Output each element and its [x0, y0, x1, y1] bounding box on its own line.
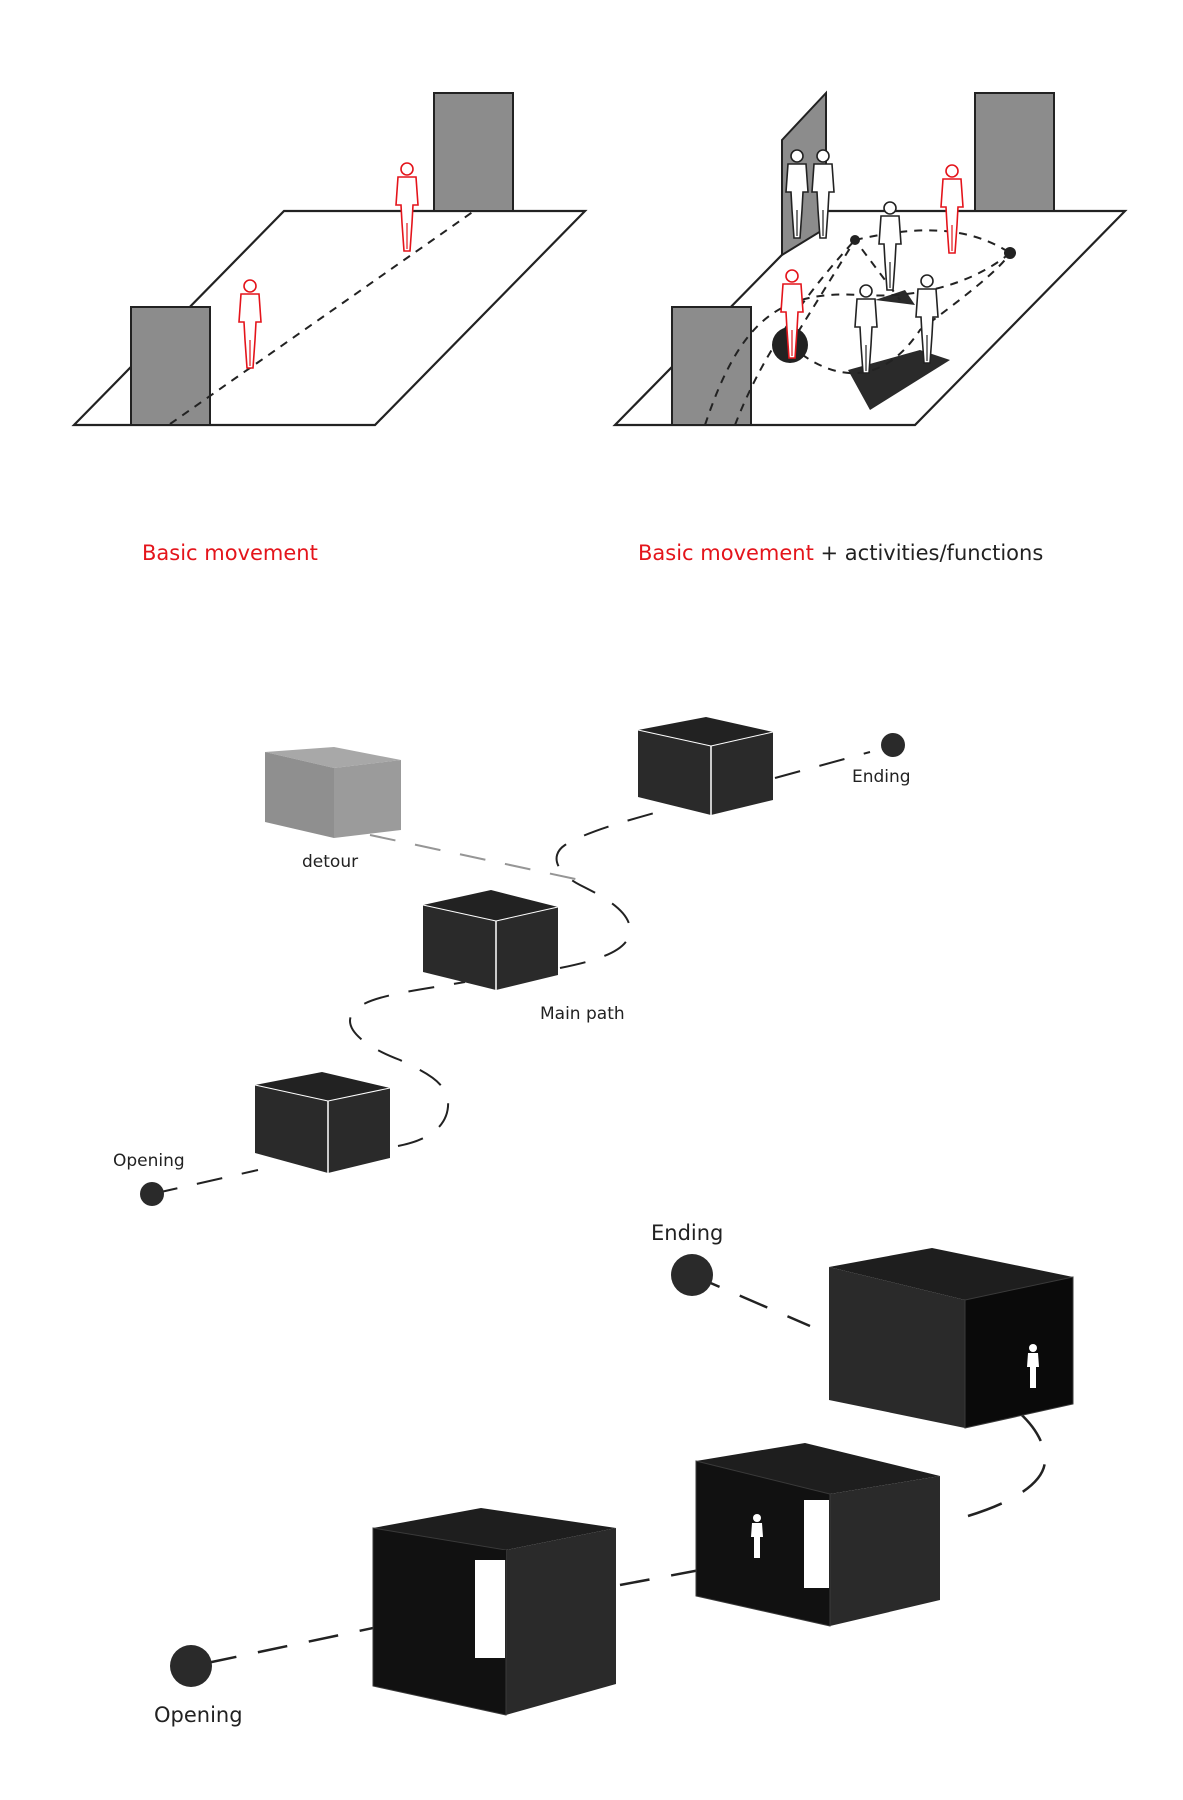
path-sequence-diagram: Opening Ending detour Main path [113, 717, 911, 1206]
tunnel-box-opening [372, 1508, 616, 1716]
isometric-sequence-diagram: Opening Ending [154, 1221, 1074, 1727]
iso-ending-node [671, 1254, 713, 1296]
tunnel-box-middle [695, 1443, 940, 1627]
activity-path [704, 252, 1011, 426]
detour-box [265, 747, 401, 838]
label-ending: Ending [852, 767, 911, 787]
iso-opening-node [170, 1645, 212, 1687]
label-detour: detour [302, 852, 358, 872]
caption-rest-part: + activities/functions [814, 541, 1043, 565]
tunnel-box-ending [829, 1248, 1074, 1429]
ending-node [881, 733, 905, 757]
main-path-line [555, 809, 666, 969]
label-opening: Opening [113, 1151, 185, 1171]
basic-movement-plan [71, 92, 588, 427]
door-panel-front [130, 306, 211, 426]
iso-path-line [967, 1404, 1047, 1518]
activities-plan [612, 90, 1128, 427]
sequence-box-ending [637, 717, 774, 815]
main-path-line [349, 981, 466, 1147]
shadow [875, 290, 915, 305]
iso-label-opening: Opening [154, 1703, 243, 1727]
iso-path-line [206, 1614, 431, 1665]
iso-path-line [619, 1568, 701, 1587]
main-path-line [774, 751, 871, 779]
caption-basic-movement-activities: Basic movement + activities/functions [638, 541, 1043, 565]
activity-path [854, 229, 1011, 254]
iso-path-line [691, 1273, 811, 1328]
door-panel-back [974, 92, 1055, 212]
activity-path [789, 252, 1011, 375]
movement-path [169, 210, 475, 425]
activity-node [1004, 247, 1016, 259]
sequence-box-opening [254, 1072, 391, 1173]
detour-path-line [369, 834, 581, 881]
caption-red-part: Basic movement [638, 541, 814, 565]
label-main-path: Main path [540, 1004, 625, 1024]
main-path-line [151, 1169, 259, 1195]
activity-node [850, 235, 860, 245]
iso-label-ending: Ending [651, 1221, 723, 1245]
opening-node [140, 1182, 164, 1206]
sequence-box-middle [422, 890, 559, 990]
tunnel-opening-light [804, 1500, 829, 1588]
shadow [848, 350, 950, 410]
door-panel-back [433, 92, 514, 212]
caption-basic-movement: Basic movement [142, 541, 318, 565]
